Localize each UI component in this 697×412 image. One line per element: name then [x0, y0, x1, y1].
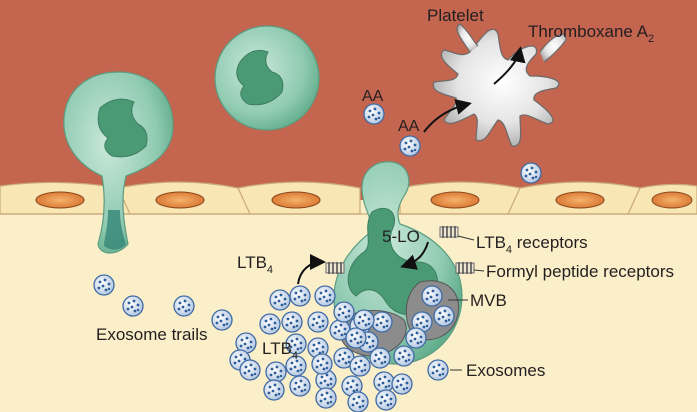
aa-label-top: AA	[362, 88, 384, 105]
exosome-tissue	[263, 379, 285, 401]
exosome-tissue	[373, 371, 395, 393]
formyl-receptor	[455, 261, 475, 275]
ltb4-receptors-label: LTB4 receptors	[476, 233, 588, 256]
exosome-tissue	[122, 295, 144, 317]
exosome-tissue	[307, 311, 329, 333]
endothelium-layer	[0, 181, 697, 215]
endothelial-nucleus	[271, 191, 321, 209]
formyl-label: Formyl peptide receptors	[486, 262, 674, 281]
exosome-tissue	[349, 355, 371, 377]
platelet-label: Platelet	[427, 6, 484, 25]
exosome-mvb	[433, 305, 455, 327]
exosome-tissue	[289, 375, 311, 397]
thromboxane-arrow	[493, 46, 526, 85]
aa-label-mid: AA	[398, 118, 420, 135]
exosome-tissue	[93, 274, 115, 296]
platelet	[432, 23, 567, 147]
formyl-line	[473, 269, 485, 272]
exosome-tissue	[269, 289, 291, 311]
ltb4-receptor	[439, 225, 459, 239]
exosome-legend-icon	[427, 359, 449, 381]
exosome-tissue	[211, 309, 233, 331]
exosome-tissue	[347, 391, 369, 412]
exosome-tissue	[239, 359, 261, 381]
exosome-lumen	[520, 162, 542, 184]
neutrophil-circulating	[214, 25, 320, 131]
endothelial-nucleus	[430, 191, 480, 209]
exosomes-label: Exosomes	[466, 361, 545, 380]
exosome-tissue	[259, 313, 281, 335]
aa-uptake-arrow	[423, 99, 472, 133]
exosome-tissue	[393, 345, 415, 367]
lo5-arrow	[400, 241, 429, 270]
ltb4-receptors-line	[457, 235, 475, 241]
exosome-tissue	[265, 361, 287, 383]
exosome-tissue	[405, 327, 427, 349]
endothelial-nucleus	[35, 191, 85, 209]
exosome-tissue	[289, 285, 311, 307]
ltb4-binding-arrow	[297, 254, 326, 285]
mvb-label: MVB	[470, 291, 507, 310]
endothelial-nucleus	[555, 191, 605, 209]
exosome-tissue	[333, 301, 355, 323]
exosome-tissue	[353, 309, 375, 331]
endothelial-nucleus	[155, 191, 205, 209]
exosome-tissue	[345, 327, 367, 349]
endothelial-nucleus	[651, 191, 693, 209]
exosome-tissue	[375, 389, 397, 411]
neutrophil-transmigrating	[63, 71, 174, 254]
exosome-tissue	[314, 285, 336, 307]
exosome-tissue	[173, 295, 195, 317]
exosome-tissue	[369, 347, 391, 369]
exosome-lumen	[399, 135, 421, 157]
thromboxane-label: Thromboxane A2	[528, 22, 654, 45]
exosome-trails-label: Exosome trails	[96, 325, 207, 344]
exosome-mvb	[421, 285, 443, 307]
exosome-tissue	[311, 353, 333, 375]
5lo-label: 5-LO	[382, 227, 420, 246]
ltb4-receptor-left	[325, 261, 345, 275]
exosome-tissue	[391, 373, 413, 395]
exosome-tissue	[315, 387, 337, 409]
exosome-tissue	[281, 311, 303, 333]
ltb4-label-a: LTB4	[237, 253, 273, 276]
exosome-lumen	[363, 103, 385, 125]
exosome-mvb	[371, 311, 393, 333]
ltb4-label-b: LTB4	[262, 339, 298, 362]
